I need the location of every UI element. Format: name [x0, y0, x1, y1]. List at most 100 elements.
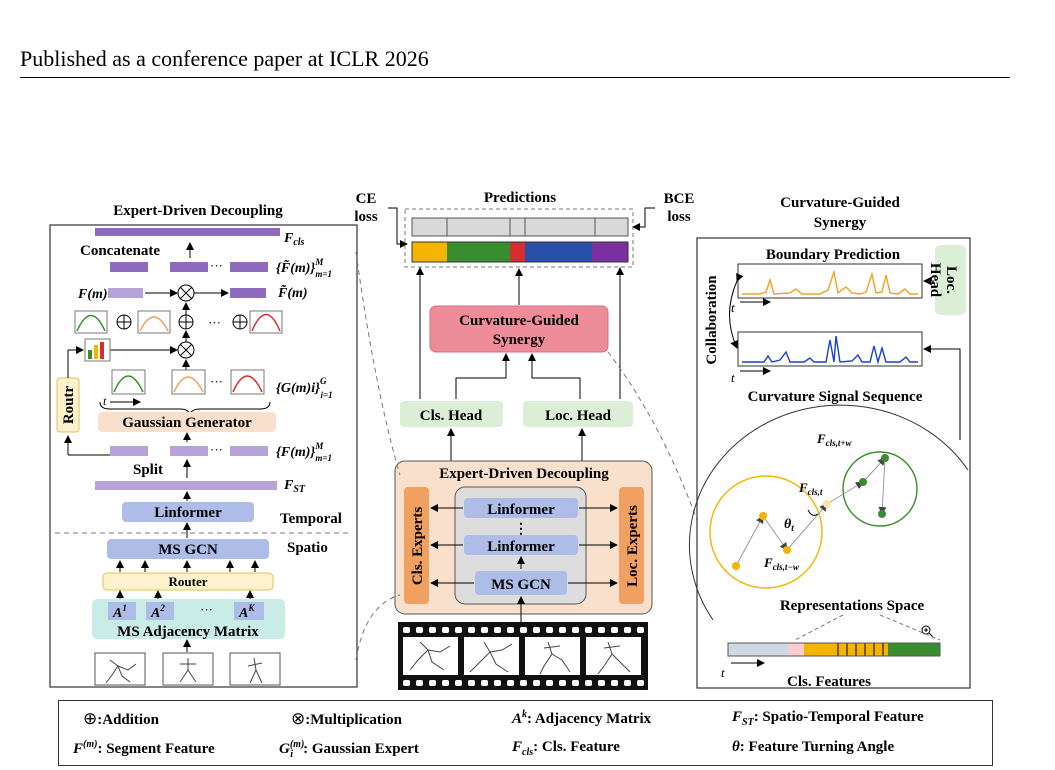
film-hole	[598, 680, 605, 686]
adj-ak-label: AK	[238, 603, 255, 621]
feature-point-2	[759, 512, 767, 520]
arrow-rep-to-curvature	[923, 345, 961, 440]
legend-turning-angle: θ: Feature Turning Angle	[732, 739, 895, 755]
router-weight-bar-3	[100, 342, 104, 359]
t-label-boundary: t	[731, 300, 735, 315]
f-cls-t-label: Fcls,t	[798, 480, 823, 497]
legend-addition: ⊕:Addition	[83, 709, 159, 728]
skeleton-2	[179, 658, 197, 683]
feature-point-4	[859, 478, 867, 486]
prediction-segment	[447, 242, 510, 262]
film-hole	[611, 627, 618, 633]
prediction-segment	[412, 242, 447, 262]
feature-point-6	[878, 510, 886, 518]
curvature-signal-title: Curvature Signal Sequence	[748, 389, 923, 405]
f-cls-label: Fcls	[283, 231, 305, 248]
cls-feature-seg-4	[888, 643, 940, 656]
gaussian-generator-label: Gaussian Generator	[122, 415, 252, 431]
add-icon: ⊕	[83, 709, 98, 728]
linformer-label-left: Linformer	[154, 505, 222, 521]
film-hole	[546, 680, 553, 686]
film-hole	[637, 680, 644, 686]
boundary-prediction-bar	[411, 217, 629, 237]
linformer-box-mid-2	[464, 535, 578, 555]
film-hole	[559, 680, 566, 686]
loc-head-side-line-1: Loc.	[943, 266, 959, 294]
cluster-yellow	[709, 475, 823, 589]
film-hole	[585, 680, 592, 686]
film-hole	[416, 627, 423, 633]
film-hole	[429, 680, 436, 686]
film-skeleton-4	[597, 641, 631, 675]
adj-ak-box	[234, 602, 264, 620]
gauss-curve-2	[139, 316, 169, 332]
temporal-label: Temporal	[280, 511, 342, 527]
f-seg-2	[170, 446, 208, 456]
film-hole	[403, 680, 410, 686]
film-hole	[403, 627, 410, 633]
ellipsis-5: ···	[200, 602, 213, 617]
adj-a1-box	[108, 602, 136, 620]
f-tilde-seg-2	[170, 262, 208, 272]
f-cls-bar	[95, 228, 280, 236]
gauss-sum-box-3	[249, 310, 283, 334]
linformer-box-mid-1	[464, 498, 578, 518]
film-hole	[429, 627, 436, 633]
loc-experts-box	[619, 487, 644, 604]
router-weight-bar-2	[94, 345, 98, 359]
cls-feature-frame	[727, 642, 941, 657]
ms-gcn-label-left: MS GCN	[158, 542, 218, 558]
cls-head-label: Cls. Head	[420, 408, 483, 424]
film-hole	[494, 680, 501, 686]
f-tilde-m-bar	[230, 288, 266, 298]
legend-cls-feature: Fcls: Cls. Feature	[512, 739, 620, 758]
feature-point-center	[823, 500, 831, 508]
vdots: ⋮	[514, 522, 528, 537]
f-m-bar	[108, 288, 143, 298]
trajectory-lines	[735, 457, 887, 567]
class-prediction-frame	[411, 241, 629, 263]
film-hole	[481, 680, 488, 686]
multiply-icon: ⊗	[291, 709, 306, 728]
routr-label: Routr	[61, 385, 77, 424]
cls-feature-seg-2	[788, 643, 804, 656]
skeleton-1	[105, 659, 137, 684]
right-title-line-2: Synergy	[814, 215, 867, 231]
f-cls-t-w-minus-label: Fcls,t−w	[763, 555, 800, 572]
film-hole	[468, 680, 475, 686]
film-sprocket-holes	[403, 627, 644, 686]
ellipsis-4: ···	[210, 442, 223, 457]
loc-head-label: Loc. Head	[545, 408, 611, 424]
cls-experts-label: Cls. Experts	[410, 507, 426, 585]
synergy-line-2: Synergy	[493, 332, 546, 348]
gauss-expert-box-2	[171, 369, 206, 395]
film-frame-3	[525, 637, 580, 675]
f-seg-1	[110, 446, 148, 456]
framework-diagram: Expert-Driven Decoupling Fcls Concatenat…	[49, 190, 971, 690]
spatio-label: Spatio	[287, 540, 328, 556]
predictions-title: Predictions	[484, 190, 556, 206]
t-label-curvature: t	[731, 370, 735, 385]
film-hole	[416, 680, 423, 686]
ellipsis-3: ···	[210, 374, 223, 389]
add-icon-1-cross	[117, 315, 131, 329]
legend-box: ⊕:Addition ⊗:Multiplication Ak: Adjacenc…	[58, 700, 993, 766]
cls-features-title: Cls. Features	[787, 674, 871, 690]
film-hole	[572, 680, 579, 686]
gauss-expert-curve-3	[232, 375, 263, 393]
linformer-label-mid-1: Linformer	[487, 502, 555, 518]
loc-head-box	[523, 401, 633, 427]
edd-title: Expert-Driven Decoupling	[439, 466, 609, 482]
f-tilde-seg-1	[110, 262, 148, 272]
multiply-icon-1-cross	[180, 287, 192, 299]
legend-multiplication: ⊗:Multiplication	[291, 709, 402, 728]
film-hole	[559, 627, 566, 633]
zoom-line-left-bottom	[355, 594, 401, 661]
feature-point-3	[783, 546, 791, 554]
cls-head-box	[400, 401, 503, 427]
ce-loss-bracket	[388, 207, 408, 248]
synergy-line-1: Curvature-Guided	[459, 313, 579, 329]
loc-experts-label: Loc. Experts	[625, 505, 641, 587]
gaussian-generator-box	[98, 412, 276, 432]
legend-gaussian: G(m)i: Gaussian Expert	[279, 739, 419, 760]
